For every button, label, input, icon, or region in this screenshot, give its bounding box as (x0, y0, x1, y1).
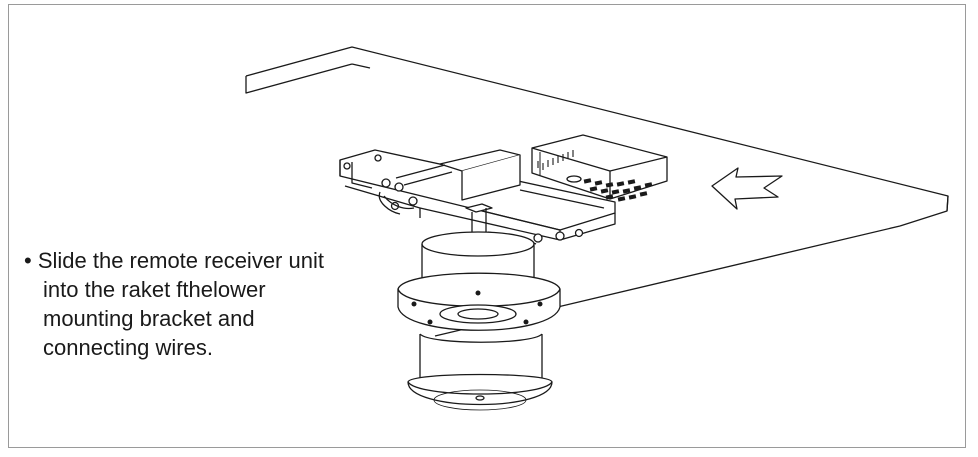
lower-housing (407, 333, 553, 411)
instruction-line-4: connecting wires. (43, 335, 213, 360)
bullet-glyph: • (24, 248, 32, 273)
fan-canopy (397, 231, 561, 331)
downrod-hanger (465, 203, 493, 234)
slide-direction-arrow-icon (711, 167, 783, 210)
instruction-text: • Slide the remote receiver unit into th… (24, 246, 404, 362)
remote-receiver-unit (531, 134, 668, 202)
instruction-line-1: • Slide the remote receiver unit (24, 248, 324, 273)
mounting-bracket (339, 149, 616, 245)
instruction-line-2: into the raket fthelower (43, 277, 266, 302)
instruction-line-3: mounting bracket and (43, 306, 255, 331)
